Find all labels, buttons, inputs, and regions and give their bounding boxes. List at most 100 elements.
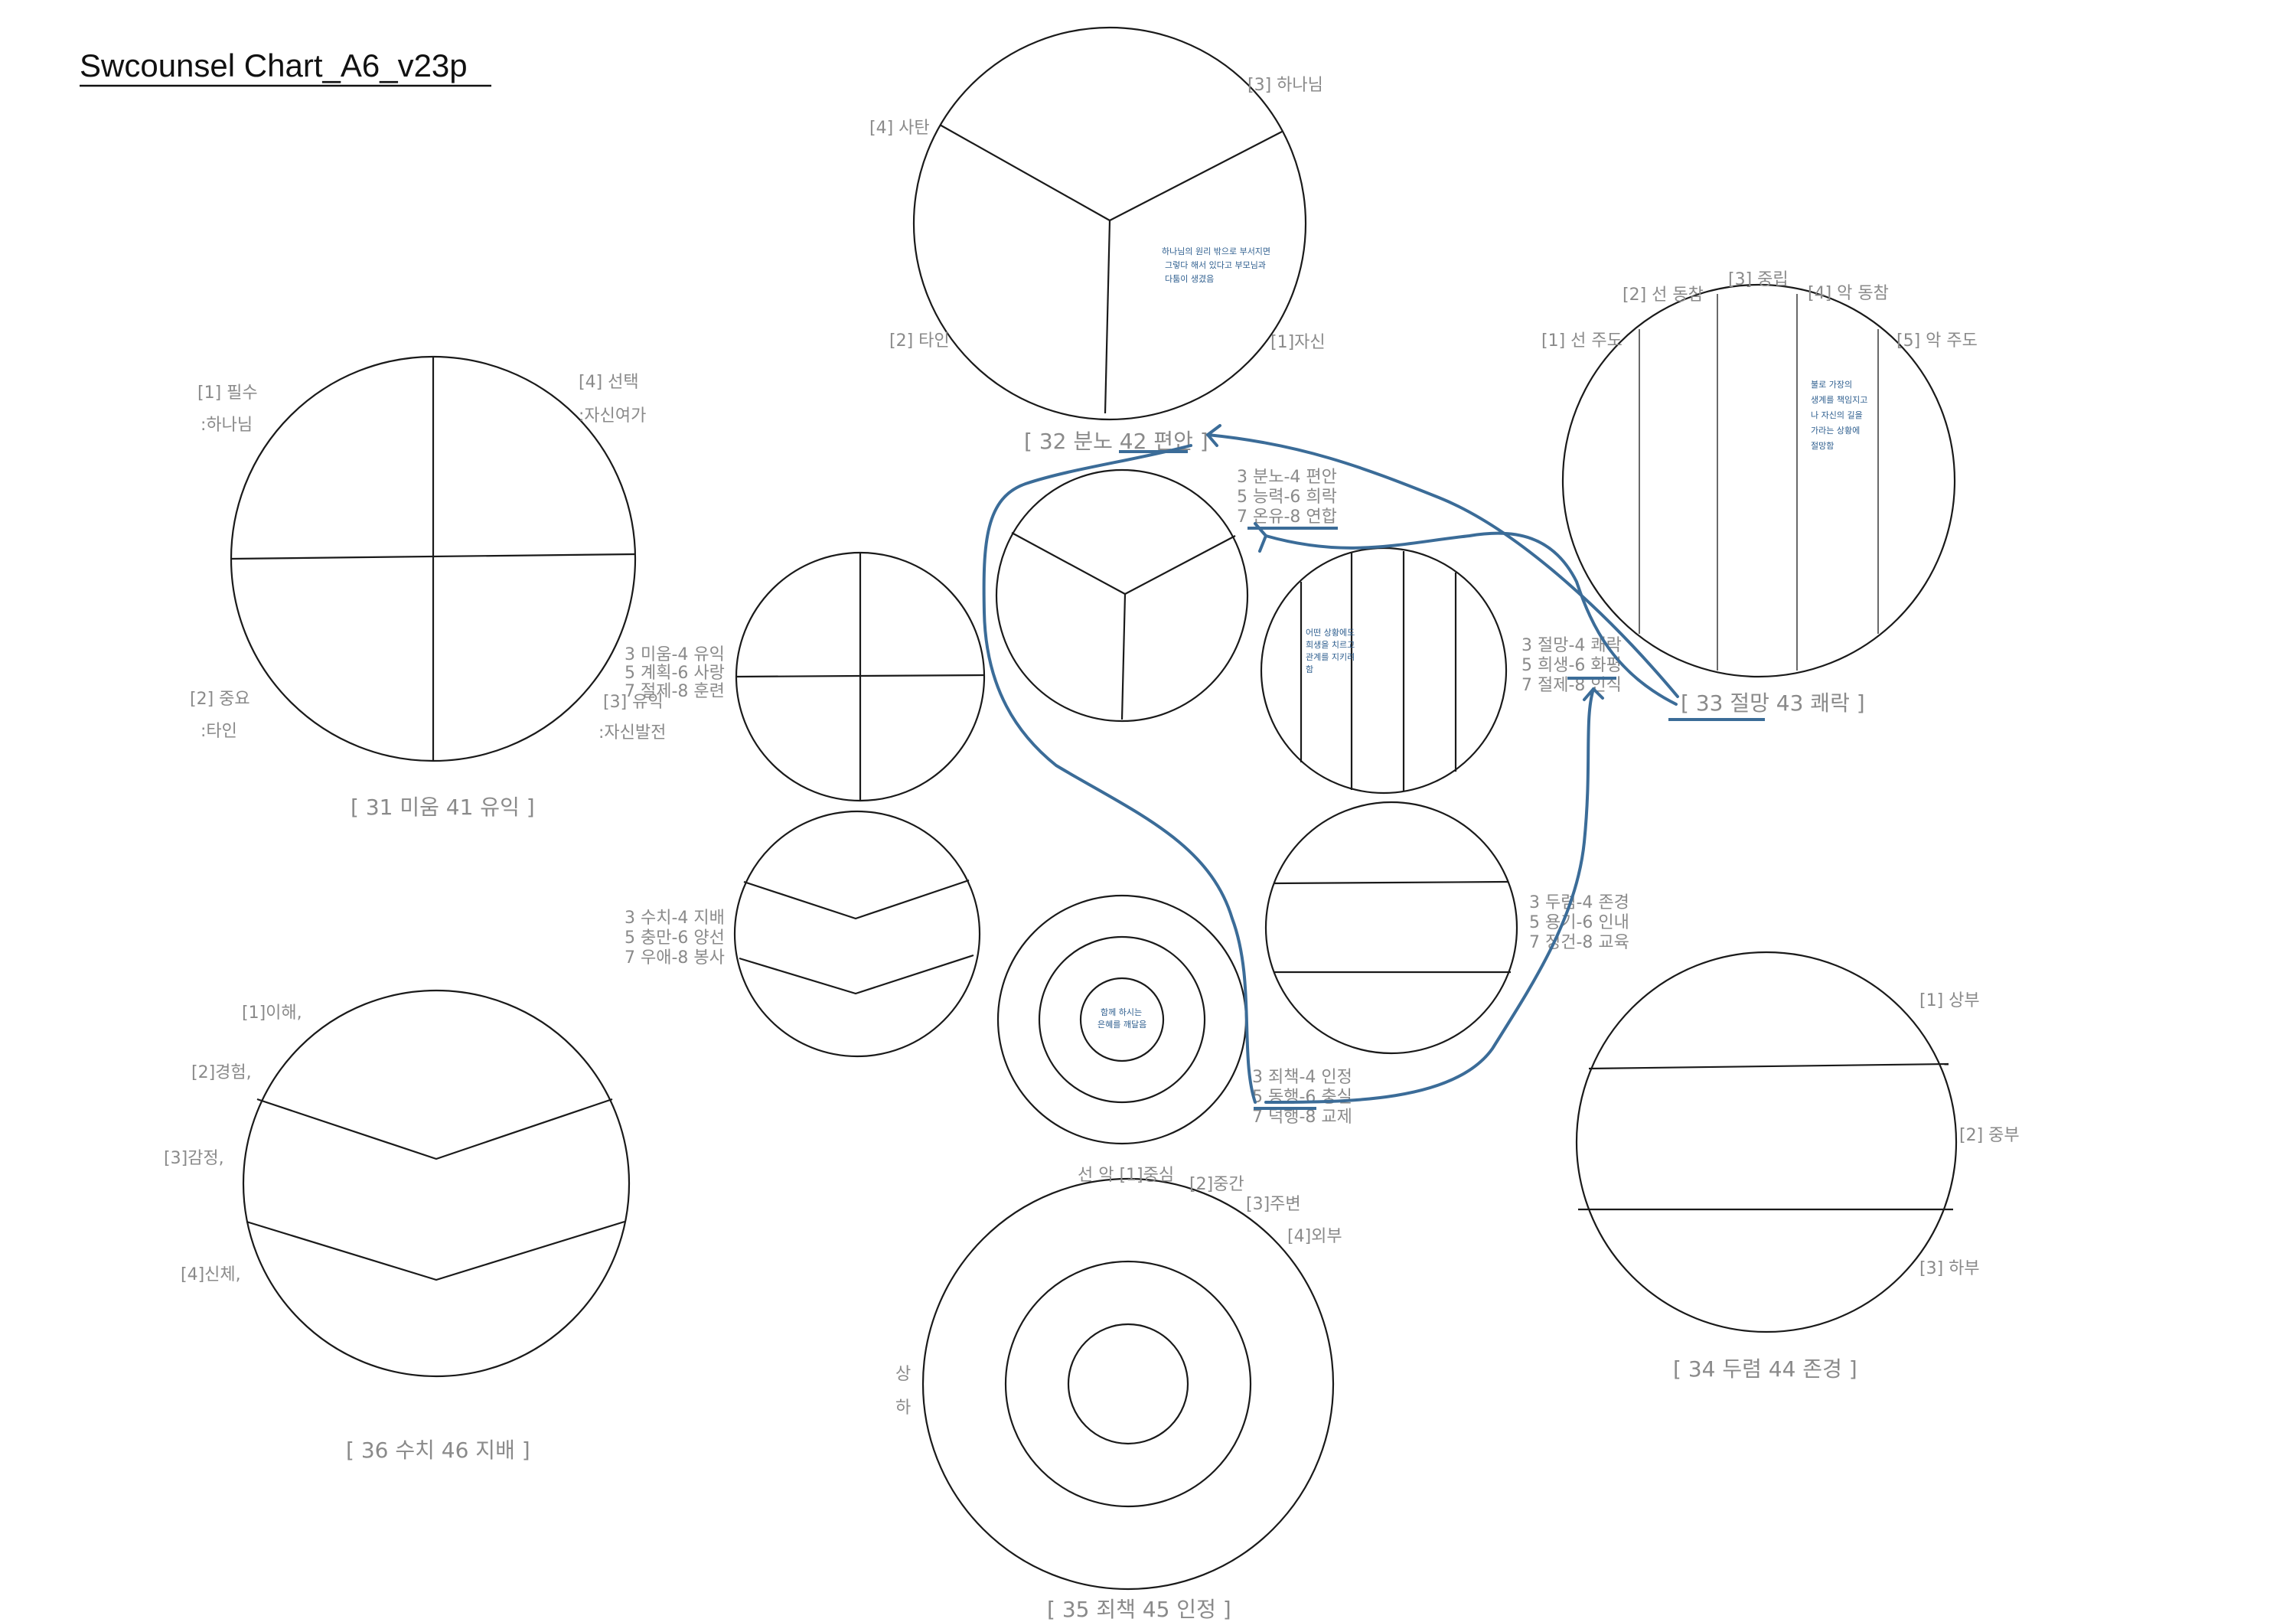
circle-34-fear: [1] 상부 [2] 중부 [3] 하부 [ 34 두렴 44 존경 ] <box>1575 951 2020 1382</box>
small-circle-anger: 3 분노-4 편안 5 능력-6 희락 7 온유-8 연합 <box>995 468 1337 723</box>
ink-curve-right <box>1264 531 1678 706</box>
ink-annotations <box>982 424 1765 1110</box>
small-anger-spoke-right <box>1124 535 1236 595</box>
label-guilt-3: 7 덕행-8 교제 <box>1252 1108 1352 1127</box>
label-guilt-1: 3 죄책-4 인정 <box>1252 1068 1352 1087</box>
circle-34-outline <box>1575 951 1958 1333</box>
label-33-1: [1] 선 주도 <box>1541 331 1623 351</box>
circle-36-shame: [1]이해, [2]경험, [3]감정, [4]신체, [ 36 수치 46 지… <box>164 989 631 1463</box>
label-32-4: [4] 사탄 <box>869 119 930 138</box>
caption-36: [ 36 수치 46 지배 ] <box>346 1438 530 1463</box>
small-despair-outline <box>1260 547 1508 795</box>
small-anger-outline <box>995 468 1249 723</box>
label-31-4a: [4] 선택 <box>579 373 639 392</box>
ink-arrowhead-top <box>1206 424 1221 447</box>
note-33-line2: 생계를 책임지고 <box>1811 395 1867 405</box>
label-anger-3: 7 온유-8 연합 <box>1237 507 1337 527</box>
caption-33: [ 33 절망 43 쾌락 ] <box>1681 690 1865 716</box>
label-36-3: [3]감정, <box>164 1149 224 1168</box>
label-fear-3: 7 정건-8 교육 <box>1529 933 1629 952</box>
circle-32-anger: [4] 사탄 [3] 하나님 [2] 타인 [1]자신 하나님의 원리 밖으로 … <box>869 26 1326 454</box>
circle-32-spoke-down <box>1104 220 1111 414</box>
label-35-down: 하 <box>895 1398 911 1418</box>
small-circle-hate: 3 미움-4 유익 5 계획-6 사랑 7 절제-8 훈련 <box>625 551 986 802</box>
label-hate-3: 7 절제-8 훈련 <box>625 682 725 701</box>
label-34-1: [1] 상부 <box>1919 991 1980 1010</box>
label-32-2: [2] 타인 <box>889 331 950 351</box>
note-stripe-1: 어떤 상황에도 <box>1306 628 1355 638</box>
ink-loop-left <box>982 444 1257 1104</box>
note-stripe-3: 관계를 지키려 <box>1306 652 1355 662</box>
circle-36-chevron-top <box>256 1098 613 1160</box>
label-fear-1: 3 두렴-4 존경 <box>1529 893 1629 912</box>
label-33-4: [4] 악 동참 <box>1808 284 1889 303</box>
label-35-3: [3]주변 <box>1246 1195 1301 1214</box>
circle-32-spoke-right <box>1109 131 1283 221</box>
note-33-line4: 가라는 상황에 <box>1811 426 1860 436</box>
ink-curve-bottom <box>1264 687 1595 1104</box>
label-35-2: [2]중간 <box>1189 1175 1244 1194</box>
label-35-4: [4]외부 <box>1287 1227 1342 1246</box>
circle-34-band-top <box>1588 1062 1949 1070</box>
label-guilt-2: 5 동행-6 충실 <box>1252 1088 1352 1107</box>
label-34-2: [2] 중부 <box>1959 1126 2020 1145</box>
note-32-line2: 그렇다 해서 있다고 부모님과 <box>1165 259 1266 270</box>
label-anger-1: 3 분노-4 편안 <box>1237 468 1337 487</box>
label-35-up: 상 <box>895 1365 911 1384</box>
small-shame-chevron-top <box>743 879 970 920</box>
label-32-1: [1]자신 <box>1270 333 1326 352</box>
note-33-line5: 절망함 <box>1811 441 1834 451</box>
small-guilt-ring-middle <box>1038 935 1206 1104</box>
small-fear-band-top <box>1273 880 1508 885</box>
circle-35-ring-outer <box>921 1177 1335 1591</box>
circle-33-outline <box>1561 283 1956 678</box>
circle-36-outline <box>242 989 631 1378</box>
label-36-4: [4]신체, <box>181 1265 241 1284</box>
small-circle-shame: 3 수치-4 지배 5 충만-6 양선 7 우애-8 봉사 <box>625 810 981 1058</box>
small-anger-spoke-down <box>1120 593 1127 720</box>
circle-35-ring-inner <box>1067 1323 1189 1445</box>
label-31-2b: :타인 <box>201 722 237 741</box>
note-ring-1: 함께 하시는 <box>1101 1007 1142 1017</box>
small-circle-guilt: 함께 하시는 은혜를 깨달음 3 죄책-4 인정 5 동행-6 충실 7 덕행-… <box>996 894 1352 1145</box>
label-hate-1: 3 미움-4 유익 <box>625 645 725 664</box>
label-31-3a: [3] 유익 <box>603 693 664 712</box>
label-31-4b: :자신여가 <box>579 406 646 426</box>
label-shame-1: 3 수치-4 지배 <box>625 909 725 928</box>
note-32-line3: 다툼이 생겼음 <box>1165 274 1214 284</box>
ink-arc-top <box>1206 433 1679 698</box>
label-31-1b: :하나님 <box>201 416 253 435</box>
label-36-1: [1]이해, <box>242 1004 302 1023</box>
label-despair-2: 5 희생-6 화평 <box>1521 656 1622 675</box>
circle-32-outline <box>912 26 1307 421</box>
circle-32-spoke-left <box>939 124 1110 221</box>
label-33-3: [3] 중립 <box>1728 270 1789 289</box>
circle-31-hate: [1] 필수 :하나님 [4] 선택 :자신여가 [2] 중요 :타인 [3] … <box>190 355 666 820</box>
label-33-5: [5] 악 주도 <box>1896 331 1978 351</box>
caption-34: [ 34 두렴 44 존경 ] <box>1673 1356 1857 1382</box>
label-31-3b: :자신발전 <box>598 723 666 742</box>
circle-31-hline <box>230 553 636 560</box>
small-guilt-ring-inner <box>1079 977 1165 1062</box>
caption-31: [ 31 미움 41 유익 ] <box>351 795 535 820</box>
note-ring-2: 은혜를 깨달음 <box>1097 1020 1146 1030</box>
note-32-line1: 하나님의 원리 밖으로 부서지면 <box>1162 246 1270 256</box>
small-circle-fear: 3 두렴-4 존경 5 용기-6 인내 7 정건-8 교육 <box>1264 801 1629 1055</box>
label-shame-2: 5 충만-6 양선 <box>625 928 725 948</box>
label-35-top: 선 악 [1]중심 <box>1078 1166 1174 1185</box>
label-36-2: [2]경험, <box>191 1063 252 1082</box>
small-circle-despair: 어떤 상황에도 희생을 치르고 관계를 지키려 함 3 절망-4 쾌락 5 희생… <box>1260 547 1622 795</box>
small-shame-outline <box>733 810 981 1058</box>
circle-35-ring-middle <box>1004 1260 1252 1508</box>
small-fear-outline <box>1264 801 1518 1055</box>
label-31-2a: [2] 중요 <box>190 690 250 709</box>
small-shame-chevron-bottom <box>739 954 974 995</box>
caption-35: [ 35 죄책 45 인정 ] <box>1047 1597 1231 1622</box>
label-shame-3: 7 우애-8 봉사 <box>625 948 725 968</box>
small-hate-hline <box>735 674 985 678</box>
note-stripe-4: 함 <box>1306 664 1313 674</box>
label-33-2: [2] 선 동참 <box>1623 286 1704 305</box>
note-33-line1: 불로 가장의 <box>1811 380 1852 390</box>
circle-35-guilt: 선 악 [1]중심 [2]중간 [3]주변 [4]외부 상 하 [ 35 죄책 … <box>895 1166 1342 1622</box>
